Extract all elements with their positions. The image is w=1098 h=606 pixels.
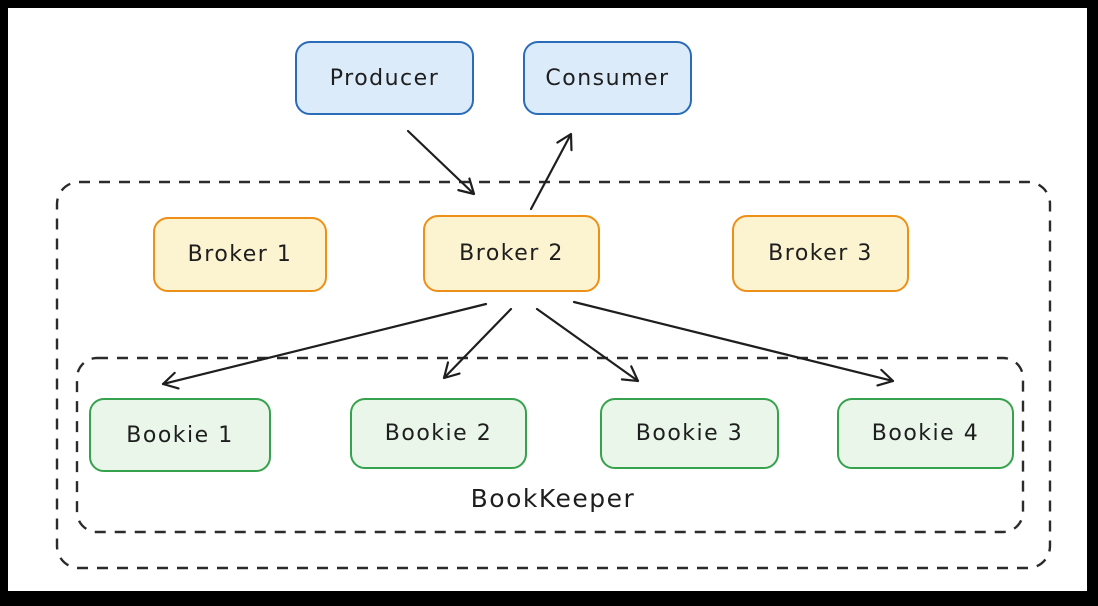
node-bookie-4: Bookie 4: [837, 398, 1014, 469]
node-producer: Producer: [295, 41, 474, 115]
node-bookie-1: Bookie 1: [89, 398, 271, 472]
node-broker-3: Broker 3: [732, 215, 909, 292]
node-broker-1: Broker 1: [153, 217, 327, 292]
bookkeeper-container-label: BookKeeper: [470, 484, 636, 513]
node-consumer: Consumer: [523, 41, 692, 115]
node-bookie-2: Bookie 2: [350, 398, 527, 469]
node-bookie-3: Bookie 3: [600, 398, 779, 469]
node-broker-2: Broker 2: [423, 215, 600, 292]
